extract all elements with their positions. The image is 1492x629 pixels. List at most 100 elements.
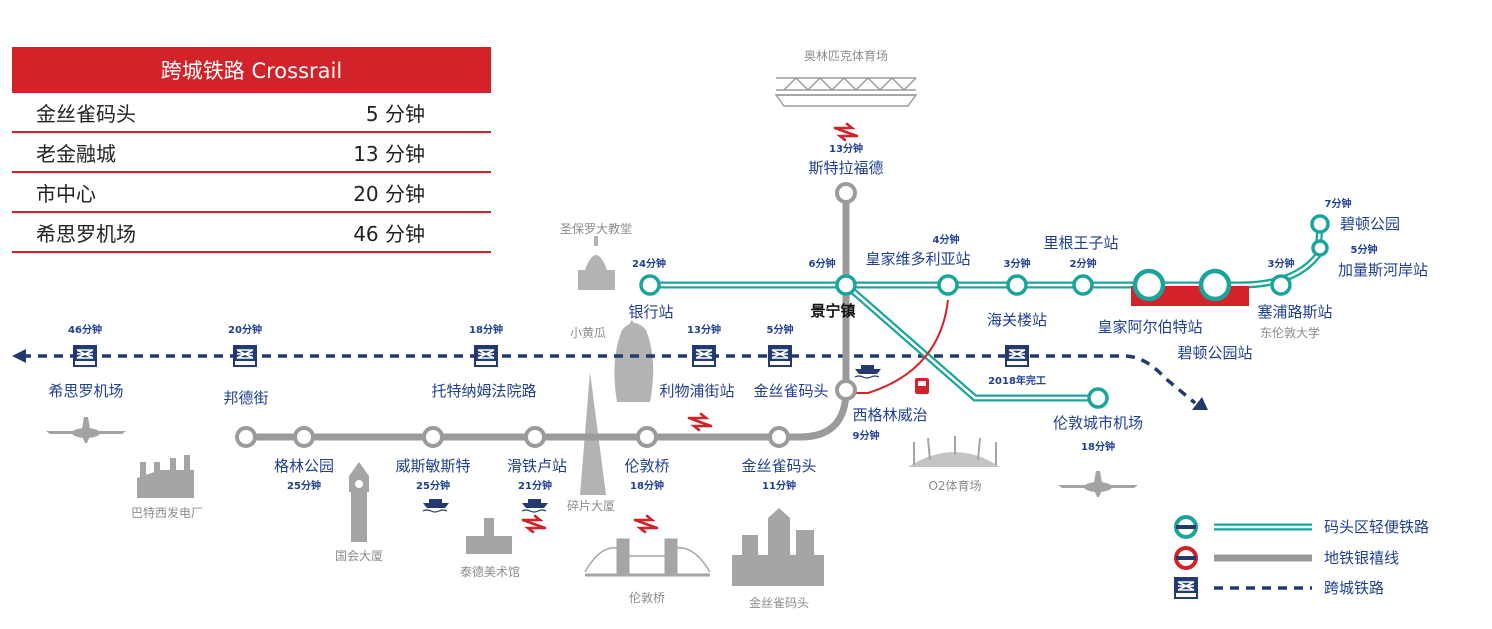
st-pauls-label: 圣保罗大教堂: [560, 221, 632, 236]
station-london-bridge[interactable]: [636, 426, 658, 448]
time-gallions-alt: 5分钟: [1351, 243, 1378, 256]
station-custom-house[interactable]: [1006, 274, 1028, 296]
travel-time: 20 分钟: [353, 181, 425, 206]
station-beckton-alt[interactable]: [1311, 239, 1329, 257]
table-row: 金丝雀码头 5 分钟: [12, 93, 491, 133]
dlr-line: [650, 223, 1324, 402]
travel-time: 13 分钟: [353, 141, 425, 166]
time-gallions-reach: 3分钟: [1268, 257, 1295, 270]
time-custom-house-cr: 2018年完工: [988, 374, 1046, 387]
national-rail-icon: [833, 122, 859, 142]
label-southwark: 滑铁卢站: [507, 457, 567, 475]
label-beckton: 碧顿公园: [1340, 215, 1400, 233]
legend-dlr-label: 码头区轻便铁路: [1324, 518, 1429, 536]
cable-car-line: [852, 299, 949, 394]
airplane-icon: [1058, 471, 1138, 497]
crossrail-times-table: 跨城铁路 Crossrail 金丝雀码头 5 分钟 老金融城 13 分钟 市中心…: [12, 47, 491, 253]
label-gallions-reach: 塞浦路斯站: [1257, 303, 1332, 321]
label-prince-regent: 里根王子站: [1043, 234, 1118, 252]
gherkin-icon: [614, 320, 654, 402]
time-bond-street: 20分钟: [228, 323, 262, 336]
station-green-park[interactable]: [293, 426, 315, 448]
shard-label: 碎片大厦: [567, 498, 615, 513]
time-custom-house: 3分钟: [1004, 257, 1031, 270]
time-prince-regent: 2分钟: [1070, 257, 1097, 270]
legend: 码头区轻便铁路 地铁银禧线 跨城铁路: [1173, 515, 1429, 600]
station-prince-regent[interactable]: [1072, 274, 1094, 296]
label-canning-town: 景宁镇: [810, 302, 855, 320]
station-royal-victoria[interactable]: [937, 274, 959, 296]
station-north-greenwich[interactable]: [835, 379, 857, 401]
boat-icon: [854, 364, 882, 379]
table-header: 跨城铁路 Crossrail: [12, 47, 491, 93]
time-heathrow: 46分钟: [68, 323, 102, 336]
crossrail-line: [12, 349, 1208, 410]
time-bank: 24分钟: [632, 257, 666, 270]
time-southwark: 21分钟: [518, 479, 552, 492]
label-royal-albert: 皇家阿尔伯特站: [1097, 318, 1202, 336]
station-labels: 斯特拉福德 银行站 景宁镇 皇家维多利亚站 海关楼站 里根王子站 皇家阿尔伯特站…: [48, 159, 1428, 475]
station-beckton[interactable]: [1310, 214, 1330, 234]
boat-icon: [521, 498, 549, 513]
label-liverpool-st: 利物浦街站: [659, 382, 734, 400]
travel-time: 5 分钟: [365, 101, 425, 126]
crossrail-icon: [691, 344, 717, 368]
station-westminster[interactable]: [422, 426, 444, 448]
label-canary-wharf-cr: 金丝雀码头: [753, 382, 828, 400]
station-stratford[interactable]: [835, 182, 857, 204]
battersea-label: 巴特西发电厂: [131, 505, 203, 520]
label-east-london-university: 东伦敦大学: [1260, 325, 1320, 340]
legend-crossrail-label: 跨城铁路: [1324, 579, 1384, 597]
destination: 希思罗机场: [36, 221, 136, 246]
big-ben-icon: [349, 462, 369, 542]
time-north-greenwich: 9分钟: [853, 429, 880, 442]
battersea-icon: [137, 455, 194, 498]
table-row: 老金融城 13 分钟: [12, 133, 491, 173]
station-bank[interactable]: [639, 274, 661, 296]
station-southwark[interactable]: [524, 426, 546, 448]
destination: 老金融城: [36, 141, 116, 166]
big-ben-label: 国会大厦: [335, 549, 383, 563]
olympic-stadium-icon: [774, 77, 918, 107]
time-royal-victoria: 4分钟: [933, 233, 960, 246]
canary-wharf-skyline-icon: [732, 508, 824, 586]
label-bond-street: 邦德街: [223, 389, 268, 407]
boat-icon: [422, 498, 450, 513]
time-canary-wharf-jubilee: 11分钟: [762, 479, 796, 492]
label-custom-house: 海关楼站: [987, 311, 1047, 329]
time-london-city-airport: 18分钟: [1081, 440, 1115, 453]
station-beckton-park[interactable]: [1198, 268, 1232, 302]
time-green-park: 25分钟: [287, 479, 321, 492]
tower-bridge-icon: [584, 538, 711, 577]
time-london-bridge: 18分钟: [630, 479, 664, 492]
crossrail-icon: [1173, 576, 1199, 600]
legend-jubilee-label: 地铁银禧线: [1324, 549, 1399, 567]
national-rail-icon: [687, 412, 713, 432]
label-london-bridge: 伦敦桥: [624, 457, 669, 475]
crossrail-icon: [232, 344, 258, 368]
station-canning-town[interactable]: [835, 274, 857, 296]
label-westminster: 威斯敏斯特: [395, 457, 470, 475]
station-canary-wharf-jubilee[interactable]: [768, 426, 790, 448]
airplane-icon: [46, 417, 126, 443]
time-westminster: 25分钟: [416, 479, 450, 492]
station-royal-albert[interactable]: [1132, 268, 1166, 302]
station-london-city-airport[interactable]: [1087, 387, 1109, 409]
station-bond-street[interactable]: [235, 426, 257, 448]
table-row: 希思罗机场 46 分钟: [12, 213, 491, 253]
tower-bridge-label: 伦敦桥: [629, 590, 665, 605]
gherkin-label: 小黄瓜: [570, 326, 606, 340]
label-tottenham: 托特纳姆法院路: [431, 382, 536, 400]
crossrail-icon: [72, 344, 98, 368]
label-heathrow: 希思罗机场: [48, 382, 123, 400]
o2-arena-label: O2体育场: [928, 478, 981, 493]
destination: 金丝雀码头: [36, 101, 136, 126]
national-rail-icon: [521, 514, 547, 534]
travel-time: 46 分钟: [353, 221, 425, 246]
label-green-park: 格林公园: [274, 457, 334, 475]
station-gallions-reach[interactable]: [1270, 274, 1292, 296]
destination: 市中心: [36, 181, 96, 206]
journey-times: 13分钟 24分钟 6分钟 4分钟 3分钟 2分钟 3分钟 7分钟 5分钟 18…: [68, 142, 1377, 492]
label-gallions-alt: 加量斯河岸站: [1338, 261, 1428, 279]
